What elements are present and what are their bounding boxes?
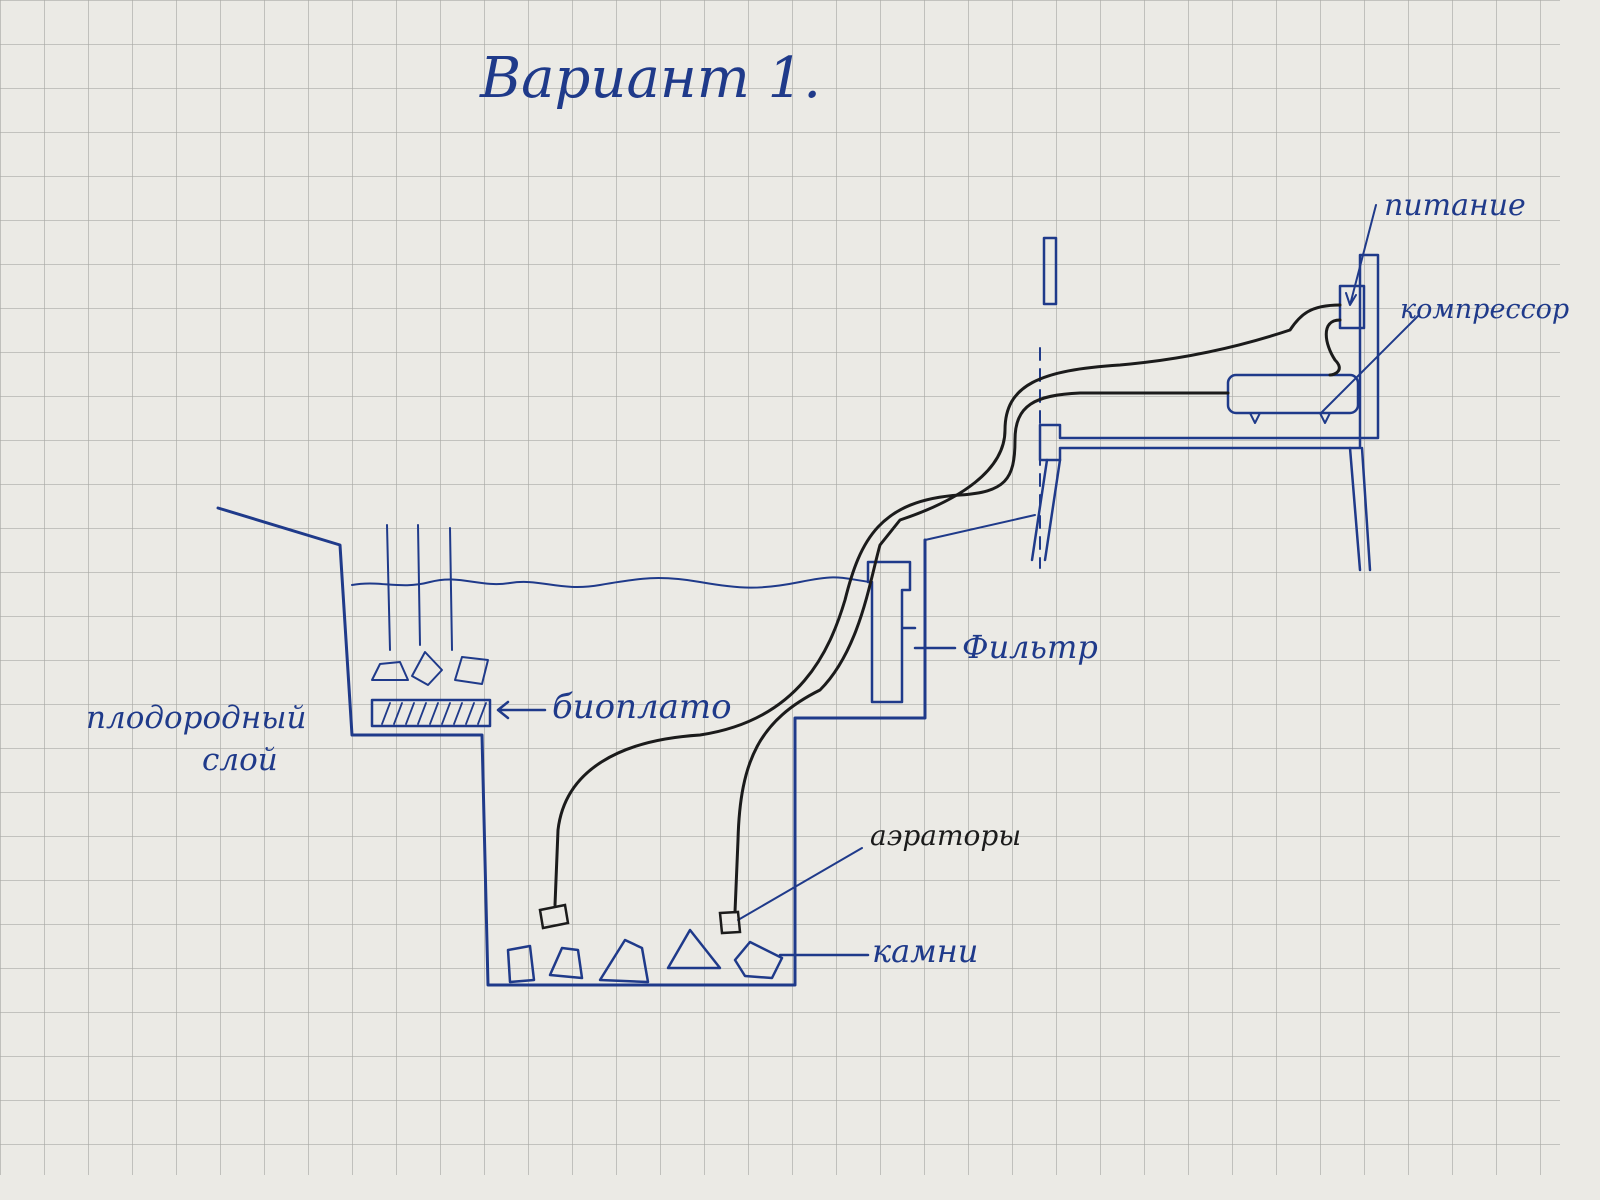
bioplato-stone <box>371 661 409 681</box>
bioplato-arrow <box>496 700 547 720</box>
fertile-layer-box <box>370 698 492 728</box>
power-socket <box>1338 284 1366 330</box>
pond-basin-outline <box>216 506 927 987</box>
bioplato-stone <box>454 656 489 685</box>
grid-background <box>0 0 1560 1175</box>
bottom-stone <box>733 940 784 980</box>
stones-label: камни <box>872 932 978 970</box>
fertile-layer-label: плодородный <box>86 700 306 736</box>
aerator-stone <box>718 910 742 935</box>
diagram-title: Вариант 1. <box>479 46 821 111</box>
bioplato-label: биоплато <box>552 687 732 727</box>
compressor-feet <box>1249 412 1331 424</box>
shelf-left-leg <box>1030 458 1062 562</box>
aerators-pointer <box>737 847 863 921</box>
bottom-stone <box>506 944 536 984</box>
reed-stem <box>449 527 453 651</box>
air-hose-right <box>733 303 1342 914</box>
reed-stem <box>386 524 391 651</box>
fertile-layer-label-line2: слой <box>202 742 278 778</box>
compressor-pointer <box>1321 315 1419 413</box>
compressor-power-cord <box>1324 318 1342 377</box>
wall-top-marker <box>1042 236 1058 306</box>
aerator-stone <box>538 903 570 930</box>
filter-body <box>866 560 917 704</box>
air-hose-left <box>553 391 1230 907</box>
shelf-right-leg <box>1348 446 1372 572</box>
bottom-stone <box>598 938 650 984</box>
filter-label: Фильтр <box>962 628 1098 666</box>
compressor-label: компрессор <box>1400 294 1569 325</box>
aerators-label: аэраторы <box>870 819 1021 852</box>
filter-outlet-pipe <box>924 514 1036 541</box>
water-surface <box>351 576 871 589</box>
wall-panel <box>1358 253 1380 440</box>
bottom-stone <box>548 946 584 980</box>
bottom-stone <box>666 928 722 970</box>
power-pointer <box>1345 204 1377 306</box>
reed-stem <box>417 524 421 646</box>
fertile-layer-hatching <box>381 702 487 725</box>
power-label: питание <box>1384 188 1526 223</box>
bioplato-stone <box>411 651 443 686</box>
